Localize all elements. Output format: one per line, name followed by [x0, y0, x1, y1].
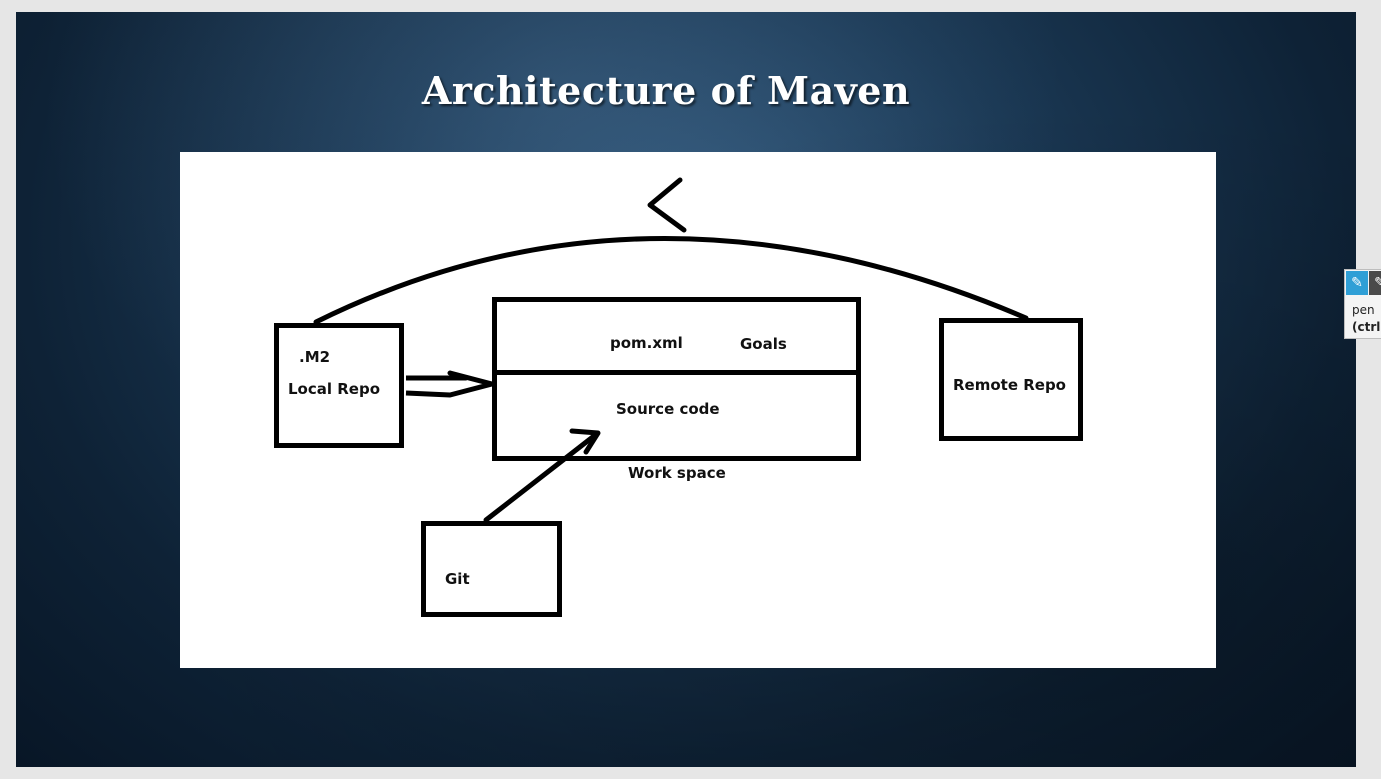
- pen-tool-shortcut: (ctrl +: [1352, 320, 1381, 334]
- curve-arrowhead: [647, 177, 687, 233]
- diagram-connectors: [313, 177, 1029, 523]
- local-repo-box: [274, 323, 404, 448]
- eraser-icon[interactable]: ✎: [1369, 271, 1381, 295]
- remote-repo-box: [939, 318, 1083, 441]
- diagram-panel: .M2 Local Repo pom.xml Goals Source code…: [180, 152, 1216, 668]
- workspace-box: [492, 297, 861, 461]
- git-label: Git: [445, 570, 470, 588]
- slide-title: Architecture of Maven: [421, 68, 911, 113]
- goals-label: Goals: [740, 335, 787, 353]
- pom-xml-label: pom.xml: [610, 334, 683, 352]
- local-repo-m2-label: .M2: [299, 348, 331, 366]
- git-to-workspace-arrow: [483, 433, 597, 523]
- pen-icon[interactable]: ✎: [1346, 271, 1368, 295]
- git-arrowhead: [569, 428, 601, 455]
- git-box: [421, 521, 562, 617]
- workspace-caption: Work space: [628, 464, 726, 482]
- remote-to-local-curve: [313, 236, 1029, 325]
- local-to-workspace-arrow: [405, 370, 495, 398]
- pen-tool-name: pen: [1352, 303, 1375, 317]
- source-code-label: Source code: [616, 400, 720, 418]
- slide: Architecture of Maven .M2 Local Repo pom…: [16, 12, 1356, 767]
- workspace-divider: [492, 370, 861, 375]
- remote-repo-label: Remote Repo: [953, 376, 1066, 394]
- pen-tool-tooltip: ✎ ✎ pen (ctrl +: [1344, 269, 1381, 339]
- local-repo-label: Local Repo: [288, 380, 381, 398]
